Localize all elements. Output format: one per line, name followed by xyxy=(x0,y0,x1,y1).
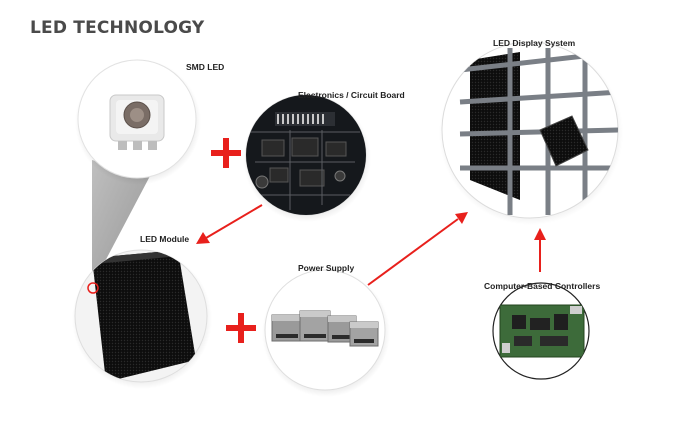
plus-icon xyxy=(226,313,256,343)
label-power-supply: Power Supply xyxy=(298,263,355,273)
arrow-power-to-display xyxy=(367,212,468,286)
zoom-cone xyxy=(92,160,150,286)
display-frame-icon xyxy=(459,48,618,215)
label-smd-led: SMD LED xyxy=(186,62,225,72)
arrow-controllers-to-display xyxy=(534,228,546,272)
page-title: LED TECHNOLOGY xyxy=(30,18,205,38)
power-supply-circle xyxy=(262,269,390,397)
circuit-board-icon xyxy=(246,95,366,215)
smd-led-chip-icon xyxy=(109,94,165,150)
label-controllers: Computer-Based Controllers xyxy=(484,281,601,291)
plus-icon xyxy=(211,138,241,168)
label-circuit-board: Electronics / Circuit Board xyxy=(298,90,405,100)
led-module-panel-icon xyxy=(92,250,196,382)
arrow-board-to-module xyxy=(196,204,263,244)
controller-circle xyxy=(492,282,590,380)
label-display-system: LED Display System xyxy=(493,38,576,48)
zoom-highlight-ring xyxy=(87,282,99,294)
led-display-system-circle xyxy=(439,41,623,225)
power-supply-units-icon xyxy=(271,310,379,347)
label-led-module: LED Module xyxy=(140,234,190,244)
controller-board-icon xyxy=(499,304,585,358)
led-module-circle xyxy=(72,249,212,389)
circuit-board-circle xyxy=(243,94,371,222)
smd-led-circle xyxy=(75,59,201,185)
